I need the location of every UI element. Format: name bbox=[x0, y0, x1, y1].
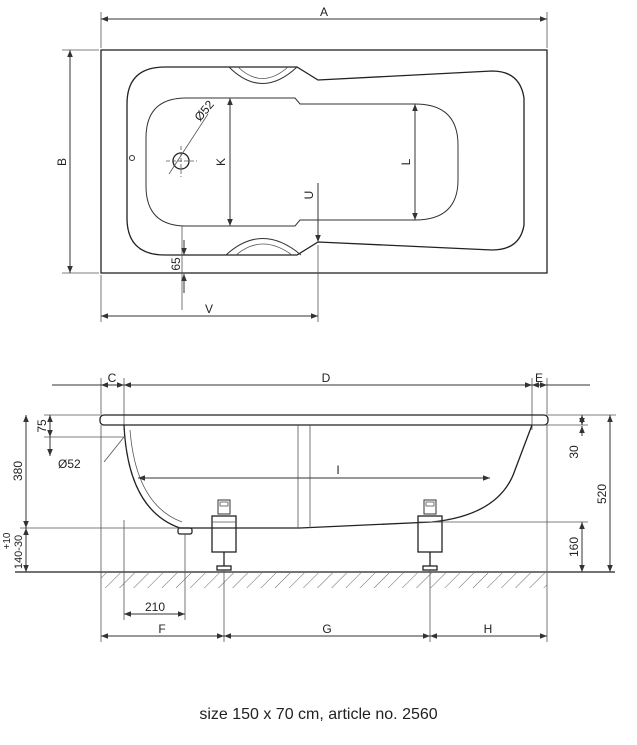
drain-icon bbox=[166, 113, 209, 177]
tub-basin-profile bbox=[123, 424, 533, 529]
tub-outer-rim bbox=[100, 49, 548, 274]
dimension-label-520: 520 bbox=[595, 484, 609, 504]
tub-rim-profile bbox=[99, 414, 549, 426]
dimension-label-k: K bbox=[214, 158, 228, 166]
dimension-label-l: L bbox=[399, 158, 413, 165]
drain-outlet-icon bbox=[177, 527, 193, 535]
floor-hatch bbox=[101, 573, 547, 588]
dimension-label-160: 160 bbox=[567, 537, 581, 557]
overflow-icon bbox=[129, 155, 135, 161]
dimension-label-75: 75 bbox=[35, 419, 49, 433]
drain-diameter-side-label: Ø52 bbox=[58, 457, 81, 471]
dimension-label-h: H bbox=[484, 622, 493, 636]
dimension-label-140: 140-30 bbox=[13, 535, 25, 569]
dimension-label-380: 380 bbox=[11, 461, 25, 481]
handle-recess-bottom bbox=[225, 238, 302, 256]
dimension-label-b: B bbox=[55, 158, 69, 166]
caption-size-article: size 150 x 70 cm, article no. 2560 bbox=[199, 706, 438, 723]
side-view: C D E bbox=[2, 371, 616, 642]
top-view: Ø52 A B K L U 65 V bbox=[55, 5, 548, 322]
dimension-label-v: V bbox=[205, 302, 213, 316]
dimension-label-plus10: +10 bbox=[2, 532, 13, 549]
handle-recess-bottom-inner bbox=[235, 243, 293, 256]
dimension-label-f: F bbox=[158, 622, 165, 636]
dimension-label-e: E bbox=[535, 371, 543, 385]
tub-basin-inner bbox=[129, 429, 183, 523]
tub-foot-left bbox=[211, 499, 237, 571]
dimension-label-c: C bbox=[108, 371, 117, 385]
dimension-label-210: 210 bbox=[145, 600, 165, 614]
handle-recess-top bbox=[228, 66, 298, 84]
dimension-label-i: I bbox=[336, 463, 339, 477]
dimension-label-65: 65 bbox=[169, 257, 183, 271]
dimension-label-d: D bbox=[322, 371, 331, 385]
tub-foot-right bbox=[417, 499, 443, 571]
dimension-label-30: 30 bbox=[567, 445, 581, 459]
dimension-label-a: A bbox=[320, 5, 328, 19]
dimension-label-u: U bbox=[302, 191, 316, 200]
drain-diameter-top-label: Ø52 bbox=[192, 97, 218, 124]
handle-recess-top-inner bbox=[237, 66, 289, 79]
dimension-label-g: G bbox=[322, 622, 331, 636]
